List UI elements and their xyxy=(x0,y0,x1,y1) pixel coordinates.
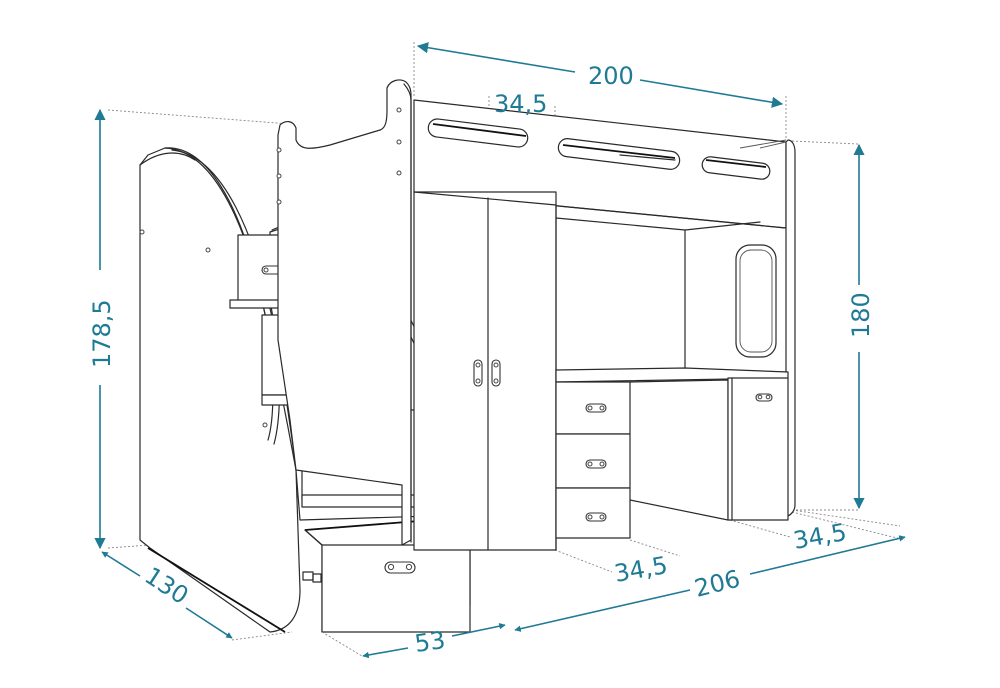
dimension-label-180: 180 xyxy=(847,292,875,338)
dimension-overall-width: 200 xyxy=(416,42,784,108)
dimension-staircase-width: 53 xyxy=(321,623,506,659)
dimension-label-206: 206 xyxy=(692,565,743,603)
bed-end-panel-left xyxy=(276,79,412,546)
guard-rail-slot xyxy=(701,156,771,180)
dimension-wardrobe-depth-top: 34,5 xyxy=(494,90,547,118)
wardrobe xyxy=(413,191,557,551)
dimension-label-34-5-top: 34,5 xyxy=(494,90,547,118)
wardrobe-door-handle-icon xyxy=(491,359,501,387)
dimension-staircase-height: 178,5 xyxy=(88,108,116,550)
dimension-label-34-5-desk: 34,5 xyxy=(612,551,669,588)
drawer-handle-icon xyxy=(384,561,416,574)
drawer-handle-icon xyxy=(585,512,607,522)
desk-cabinet xyxy=(727,377,789,521)
guard-rail-slot xyxy=(427,118,529,148)
desk-area xyxy=(555,217,789,539)
desk-drawer-pedestal xyxy=(555,381,631,539)
cabinet-door-handle-icon xyxy=(755,393,773,402)
dimension-label-178-5: 178,5 xyxy=(88,299,116,368)
dimension-label-200: 200 xyxy=(588,62,634,90)
wardrobe-door-handle-icon xyxy=(473,359,483,387)
guard-rail-slot xyxy=(557,138,681,170)
drawer-handle-icon xyxy=(585,403,607,413)
dimension-bed-height: 180 xyxy=(847,143,875,510)
dimension-overall-length-base: 206 xyxy=(514,535,906,632)
dimension-label-53: 53 xyxy=(413,626,447,658)
dimension-desk-cabinet-depth: 34,5 xyxy=(791,518,848,555)
dimension-label-34-5-cabinet: 34,5 xyxy=(791,518,848,555)
dimension-desk-drawer-depth: 34,5 xyxy=(612,551,669,588)
drawer-handle-icon xyxy=(585,459,607,469)
